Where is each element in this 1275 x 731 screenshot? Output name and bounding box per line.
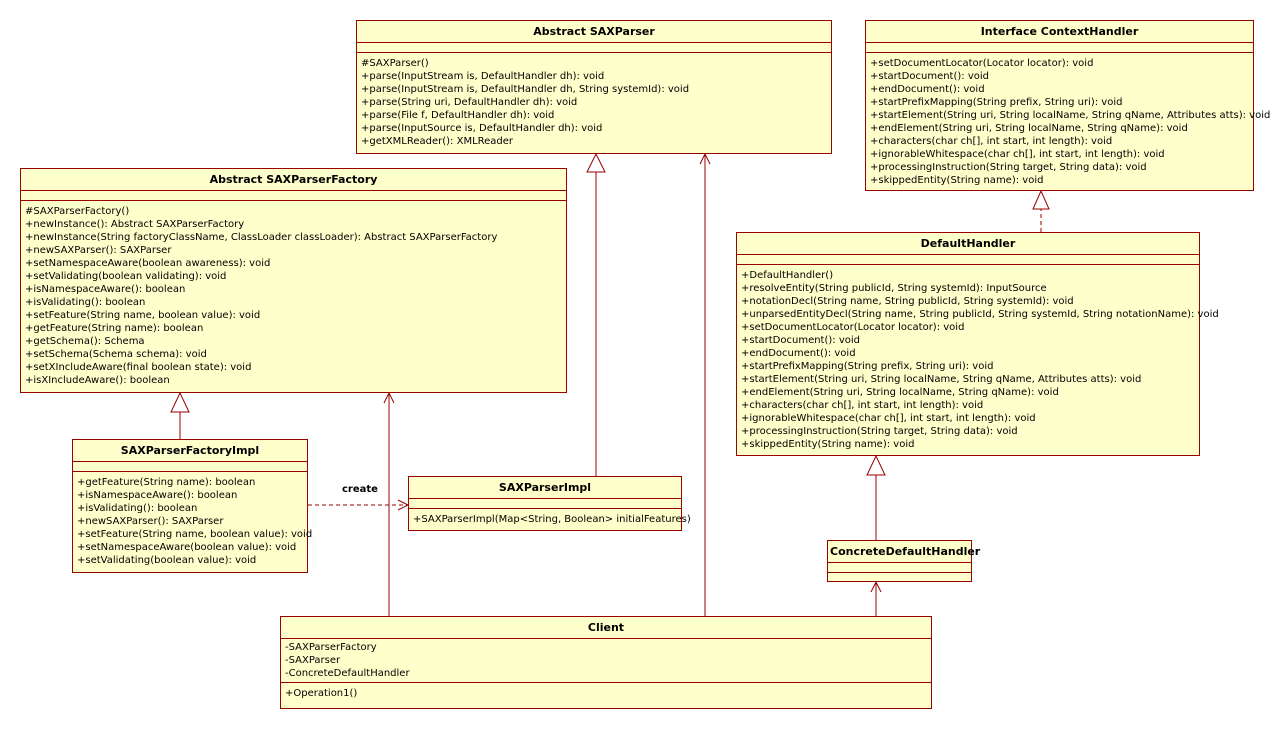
class-saxparserfactoryimpl[interactable]: SAXParserFactoryImpl +getFeature(String …: [72, 439, 313, 573]
class-operation: +setDocumentLocator(Locator locator): vo…: [870, 58, 1094, 69]
class-attribute: -SAXParserFactory: [285, 642, 377, 653]
class-operation: +newInstance(): Abstract SAXParserFactor…: [25, 219, 245, 230]
generalization-arrowhead: [586, 152, 606, 173]
class-operation: +Operation1(): [285, 688, 358, 699]
class-saxparser[interactable]: Abstract SAXParser #SAXParser() +parse(In…: [356, 20, 832, 154]
class-concretedefaulthandler[interactable]: ConcreteDefaultHandler: [827, 540, 980, 582]
class-operations: +SAXParserImpl(Map<String, Boolean> init…: [409, 509, 691, 528]
class-operation: +isNamespaceAware(): boolean: [25, 284, 186, 295]
class-operation: #SAXParser(): [361, 58, 429, 69]
class-title: SAXParserFactoryImpl: [73, 440, 307, 462]
class-title: Abstract SAXParserFactory: [21, 169, 566, 191]
class-operation: +parse(File f, DefaultHandler dh): void: [361, 110, 555, 121]
class-operation: +processingInstruction(String target, St…: [870, 162, 1147, 173]
class-attributes: [357, 43, 831, 53]
class-operation: +skippedEntity(String name): void: [870, 175, 1044, 186]
class-defaulthandler[interactable]: DefaultHandler +DefaultHandler() +resolve…: [736, 232, 1219, 456]
class-operation: +endElement(String uri, String localName…: [741, 387, 1059, 398]
class-operation: +isValidating(): boolean: [77, 503, 198, 514]
class-attributes: [737, 255, 1199, 265]
class-operation: +ignorableWhitespace(char ch[], int star…: [741, 413, 1036, 424]
class-title: DefaultHandler: [737, 233, 1199, 255]
create-label: create: [342, 484, 378, 495]
class-title: Client: [281, 617, 931, 639]
realization-arrowhead: [1032, 189, 1050, 210]
class-operations: [828, 573, 971, 579]
class-operation: +notationDecl(String name, String public…: [741, 296, 1074, 307]
class-operation: +startPrefixMapping(String prefix, Strin…: [741, 361, 994, 372]
class-attributes: [21, 191, 566, 201]
generalization-arrowhead: [866, 454, 886, 476]
class-operation: +setValidating(boolean value): void: [77, 555, 257, 566]
class-operation: +isXIncludeAware(): boolean: [25, 375, 170, 386]
class-attribute: -SAXParser: [285, 655, 341, 666]
class-operation: +startPrefixMapping(String prefix, Strin…: [870, 97, 1123, 108]
class-operation: +unparsedEntityDecl(String name, String …: [741, 309, 1219, 320]
class-title: ConcreteDefaultHandler: [828, 541, 980, 563]
class-operation: +setFeature(String name, boolean value):…: [25, 310, 261, 321]
association-arrowhead: [383, 391, 395, 404]
class-operation: +isNamespaceAware(): boolean: [77, 490, 238, 501]
class-operation: +parse(InputSource is, DefaultHandler dh…: [361, 123, 603, 134]
class-client[interactable]: Client -SAXParserFactory -SAXParser -Concr…: [280, 616, 932, 709]
class-saxparserimpl[interactable]: SAXParserImpl +SAXParserImpl(Map<String,…: [408, 476, 691, 531]
class-operation: +parse(InputStream is, DefaultHandler dh…: [361, 71, 605, 82]
class-operations: #SAXParserFactory() +newInstance(): Abstr…: [21, 201, 566, 389]
class-operation: +resolveEntity(String publicId, String s…: [741, 283, 1047, 294]
class-operation: +startDocument(): void: [741, 335, 860, 346]
class-attributes: -SAXParserFactory -SAXParser -ConcreteDefa…: [281, 639, 931, 683]
class-operation: #SAXParserFactory(): [25, 206, 130, 217]
class-title: SAXParserImpl: [409, 477, 681, 499]
class-operation: +getSchema(): Schema: [25, 336, 145, 347]
class-operation: +SAXParserImpl(Map<String, Boolean> init…: [413, 514, 691, 525]
class-operation: +parse(InputStream is, DefaultHandler dh…: [361, 84, 690, 95]
class-operation: +getXMLReader(): XMLReader: [361, 136, 514, 147]
class-operation: +endElement(String uri, String localName…: [870, 123, 1188, 134]
class-operation: +endDocument(): void: [741, 348, 856, 359]
class-operation: +setValidating(boolean validating): void: [25, 271, 227, 282]
class-attributes: [828, 563, 971, 573]
class-operation: +parse(String uri, DefaultHandler dh): v…: [361, 97, 578, 108]
class-operation: +characters(char ch[], int start, int le…: [870, 136, 1113, 147]
class-operation: +DefaultHandler(): [741, 270, 834, 281]
class-operation: +getFeature(String name): boolean: [77, 477, 256, 488]
class-attribute: -ConcreteDefaultHandler: [285, 668, 410, 679]
class-attributes: [866, 43, 1253, 53]
association-arrowhead: [699, 152, 711, 165]
class-operation: +setXIncludeAware(final boolean state): …: [25, 362, 252, 373]
class-attributes: [73, 462, 307, 472]
class-operation: +setFeature(String name, boolean value):…: [77, 529, 313, 540]
class-operation: +endDocument(): void: [870, 84, 985, 95]
class-operation: +setSchema(Schema schema): void: [25, 349, 207, 360]
class-operation: +setNamespaceAware(boolean awareness): v…: [25, 258, 271, 269]
class-contexthandler[interactable]: Interface ContextHandler +setDocumentLoc…: [865, 20, 1271, 191]
class-operation: +ignorableWhitespace(char ch[], int star…: [870, 149, 1165, 160]
class-operation: +newInstance(String factoryClassName, Cl…: [25, 232, 498, 243]
generalization-arrowhead: [170, 391, 190, 413]
class-operations: +Operation1(): [281, 683, 931, 702]
class-operation: +isValidating(): boolean: [25, 297, 146, 308]
class-operation: +setNamespaceAware(boolean value): void: [77, 542, 297, 553]
class-saxparserfactory[interactable]: Abstract SAXParserFactory #SAXParserFact…: [20, 168, 567, 393]
class-operation: +startElement(String uri, String localNa…: [741, 374, 1142, 385]
class-title: Abstract SAXParser: [357, 21, 831, 43]
class-operation: +getFeature(String name): boolean: [25, 323, 204, 334]
class-operation: +characters(char ch[], int start, int le…: [741, 400, 984, 411]
association-arrowhead: [870, 580, 882, 593]
class-operation: +processingInstruction(String target, St…: [741, 426, 1018, 437]
class-operation: +setDocumentLocator(Locator locator): vo…: [741, 322, 965, 333]
class-operations: +DefaultHandler() +resolveEntity(String p…: [737, 265, 1219, 453]
class-attributes: [409, 499, 681, 509]
class-operations: #SAXParser() +parse(InputStream is, Defau…: [357, 53, 831, 150]
class-title: Interface ContextHandler: [866, 21, 1253, 43]
class-operation: +startElement(String uri, String localNa…: [870, 110, 1271, 121]
class-operations: +setDocumentLocator(Locator locator): vo…: [866, 53, 1271, 189]
class-operations: +getFeature(String name): boolean +isName…: [73, 472, 313, 569]
class-operation: +skippedEntity(String name): void: [741, 439, 915, 450]
class-operation: +startDocument(): void: [870, 71, 989, 82]
class-operation: +newSAXParser(): SAXParser: [77, 516, 224, 527]
class-operation: +newSAXParser(): SAXParser: [25, 245, 172, 256]
